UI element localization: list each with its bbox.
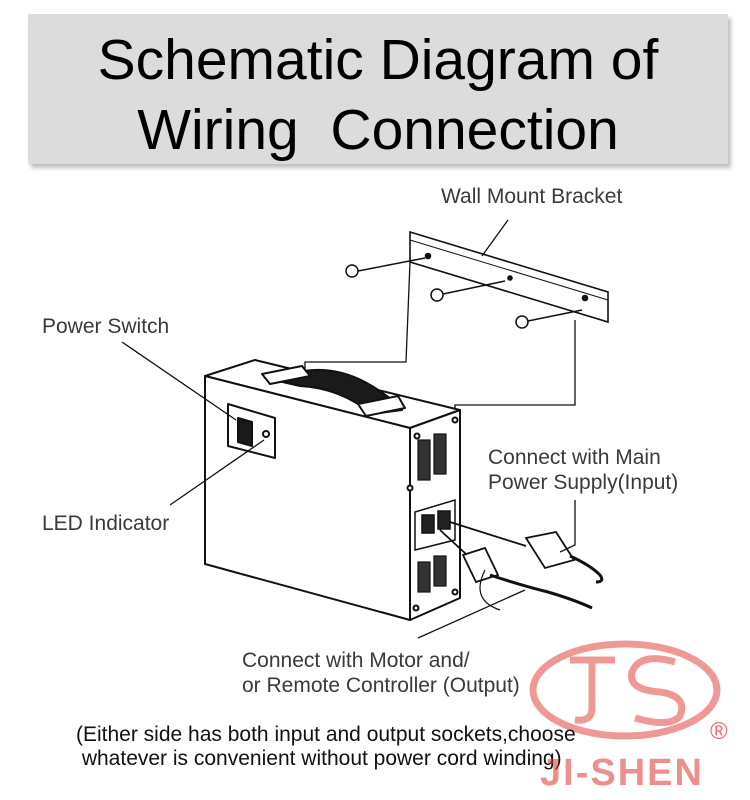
power-sockets — [414, 498, 456, 551]
label-input-line-2: Power Supply(Input) — [488, 471, 679, 494]
label-input-connection: Connect with Main Power Supply(Input) — [488, 445, 678, 495]
title-line-1: Schematic Diagram of — [97, 28, 659, 92]
title-line-2: Wiring Connection — [137, 98, 619, 162]
wall-mount-bracket — [409, 230, 609, 324]
title-banner: Schematic Diagram of Wiring Connection — [28, 14, 728, 164]
label-output-line-1: Connect with Motor and/ — [242, 649, 470, 672]
leader-lines — [121, 341, 576, 639]
output-power-cord — [439, 529, 593, 611]
label-output-line-2: or Remote Controller (Output) — [242, 674, 520, 697]
usage-note-line-1: (Either side has both input and output s… — [76, 723, 576, 746]
registered-mark: ® — [710, 718, 728, 745]
screws — [345, 257, 583, 329]
usage-note-line-2: whatever is convenient without power cor… — [76, 747, 562, 770]
input-power-cord — [449, 521, 604, 584]
vent-grille — [417, 433, 447, 593]
brand-logo-watermark — [529, 640, 721, 740]
usage-note: (Either side has both input and output s… — [76, 723, 576, 771]
controller-box — [204, 359, 461, 621]
label-led-indicator: LED Indicator — [42, 512, 170, 535]
brand-name-watermark: JI-SHEN — [540, 752, 704, 794]
label-power-switch: Power Switch — [42, 315, 170, 338]
label-output-connection: Connect with Motor and/ or Remote Contro… — [242, 648, 520, 698]
label-wall-mount-bracket: Wall Mount Bracket — [441, 185, 623, 208]
label-input-line-1: Connect with Main — [488, 446, 661, 469]
